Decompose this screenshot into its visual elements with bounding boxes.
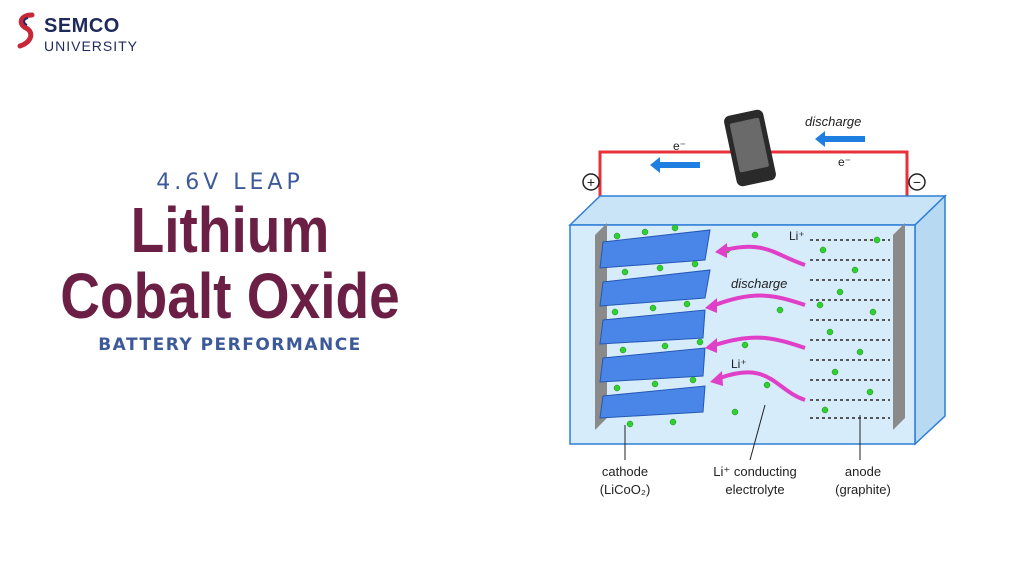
cathode-label: cathode [602,464,648,479]
semco-logo-icon [17,12,35,49]
kicker-text: 4.6V LEAP [156,170,304,195]
negative-terminal: − [908,173,926,191]
electrolyte-label-1: Li⁺ conducting [713,464,796,479]
electrolyte-label-2: electrolyte [725,482,784,497]
discharge-arrowheads [705,243,727,386]
discharge-arrow-top [815,131,865,147]
label-pointers [624,404,861,461]
battery-diagram: discharge e⁻ e⁻ + − [568,109,947,497]
logo-brand: SEMCO [44,15,120,37]
cathode-formula: (LiCoO₂) [600,482,651,497]
discharge-arrows [714,244,806,402]
positive-terminal: + [582,173,600,191]
title-block: 4.6V LEAP Lithium Cobalt Oxide BATTERY P… [20,170,440,355]
anode-graphite [810,239,890,419]
cathode-layers [599,229,711,419]
plus-sign: + [587,174,595,190]
logo-subtitle: UNIVERSITY [44,38,139,54]
phone-icon [724,109,776,187]
anode-label: anode [845,464,881,479]
anode-material: (graphite) [835,482,891,497]
li-label-mid: Li⁺ [731,357,747,371]
title-line-2: Cobalt Oxide [60,260,400,332]
anode-collector [893,223,905,430]
electron-label-left: e⁻ [673,139,686,153]
subtitle-text: BATTERY PERFORMANCE [98,335,362,355]
electron-label-right: e⁻ [838,155,851,169]
title-line-1: Lithium [130,194,330,266]
lithium-particles [611,224,881,428]
semco-logo: SEMCO UNIVERSITY [14,12,164,56]
discharge-label-top: discharge [805,114,861,129]
electron-arrow-left [650,157,700,173]
minus-sign: − [913,174,921,190]
li-label-top: Li⁺ [789,229,805,243]
discharge-label-mid: discharge [731,276,787,291]
